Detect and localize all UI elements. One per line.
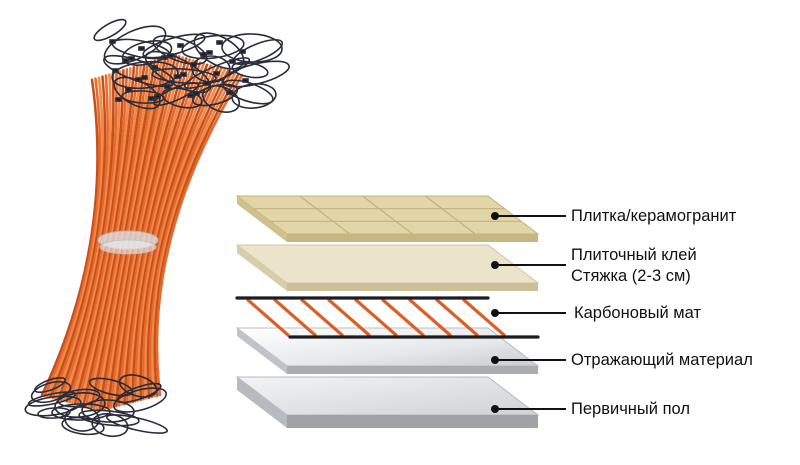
layer-carbon-mat [235,296,540,339]
layer-subfloor [235,376,540,428]
label-adhesive: Плиточный клей [571,246,697,264]
label-tile: Плитка/керамогранит [571,207,737,225]
label-carbon-mat: Карбоновый мат [574,304,702,322]
layer-leaders [496,215,566,410]
carbon-heating-rod-bundle-icon [24,18,290,438]
label-reflective: Отражающий материал [571,351,753,369]
layer-reflective [235,327,540,374]
layer-marker-dot-icon [491,212,499,413]
label-subfloor: Первичный пол [571,400,690,418]
label-screed: Стяжка (2-3 см) [571,267,691,285]
layer-tile [235,195,540,242]
layer-adhesive-screed [235,244,540,291]
